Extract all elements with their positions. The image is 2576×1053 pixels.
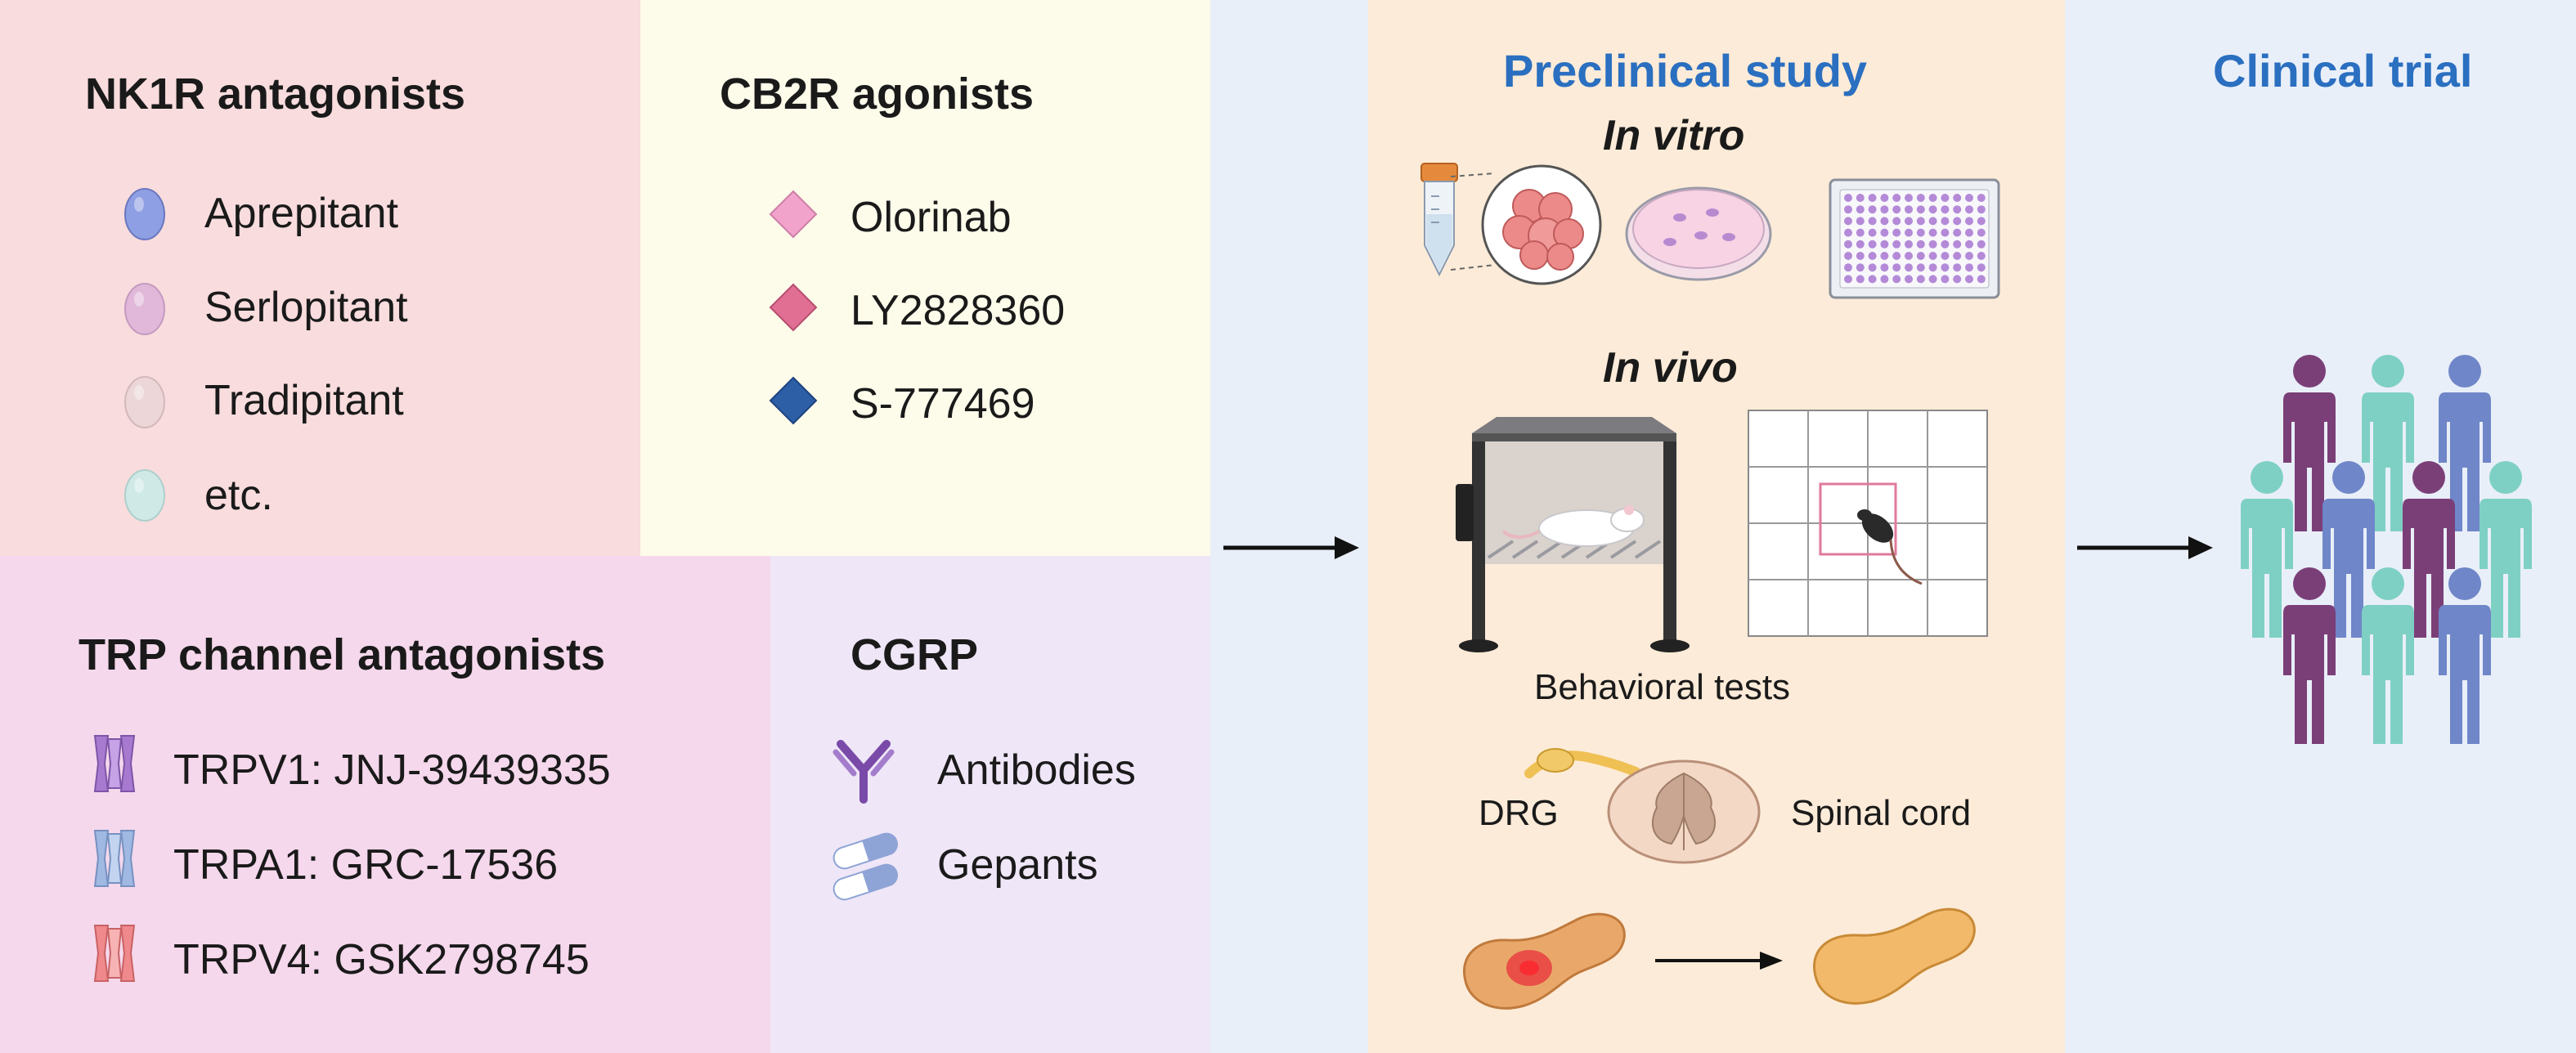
test-tube-icon xyxy=(1420,163,1458,277)
aprepitant-label: Aprepitant xyxy=(204,190,399,237)
zoom-lines-icon xyxy=(1450,173,1496,271)
arrow-to-preclinical-icon xyxy=(1223,536,1359,559)
inflamed-pancreas-icon xyxy=(1463,912,1626,1010)
trp-title: TRP channel antagonists xyxy=(79,630,606,679)
cb2r-panel xyxy=(640,0,1210,556)
people-group-icon xyxy=(2241,355,2532,744)
in-vitro-label: In vitro xyxy=(1603,112,1745,159)
preclinical-title: Preclinical study xyxy=(1503,45,1868,96)
tradipitant-label: Tradipitant xyxy=(204,377,404,424)
healthy-pancreas-icon xyxy=(1813,907,1976,1005)
antibody-icon xyxy=(832,740,895,804)
etc-icon xyxy=(124,469,165,522)
serlopitant-label: Serlopitant xyxy=(204,284,408,331)
olorinab-label: Olorinab xyxy=(850,194,1012,241)
trpv4-channel-icon xyxy=(93,925,136,982)
trpa1-label: TRPA1: GRC-17536 xyxy=(173,841,559,889)
nk1r-panel xyxy=(0,0,640,556)
gepants-label: Gepants xyxy=(937,841,1098,889)
serlopitant-icon xyxy=(124,283,165,335)
behavioral-tests-label: Behavioral tests xyxy=(1534,667,1791,707)
drg-label: DRG xyxy=(1479,793,1559,833)
well-plate-icon xyxy=(1829,178,2000,299)
in-vivo-label: In vivo xyxy=(1603,344,1738,392)
tradipitant-icon xyxy=(124,376,165,428)
treatment-arrow-icon xyxy=(1655,952,1783,970)
cgrp-title: CGRP xyxy=(850,630,979,679)
drg-nerve-icon xyxy=(1524,748,1640,778)
arrow-to-clinical-icon xyxy=(2077,536,2213,559)
s777469-label: S-777469 xyxy=(850,380,1035,428)
aprepitant-icon xyxy=(124,188,165,240)
trpv1-channel-icon xyxy=(93,735,136,792)
cell-culture-icon xyxy=(1481,164,1602,285)
behavioral-apparatus-icon xyxy=(1456,417,1690,652)
spinal-cord-icon xyxy=(1607,760,1761,864)
trpa1-channel-icon xyxy=(93,830,136,887)
cb2r-title: CB2R agonists xyxy=(720,69,1034,119)
spinal-cord-label: Spinal cord xyxy=(1791,793,1972,833)
etc-label: etc. xyxy=(204,472,273,519)
olorinab-icon xyxy=(769,190,818,239)
nk1r-title: NK1R antagonists xyxy=(85,69,466,119)
open-field-grid-icon xyxy=(1748,410,1988,637)
trpv4-label: TRPV4: GSK2798745 xyxy=(173,936,590,984)
clinical-title: Clinical trial xyxy=(2213,45,2473,96)
capsule-icon xyxy=(832,832,898,901)
s777469-icon xyxy=(769,376,818,425)
trpv1-label: TRPV1: JNJ-39439335 xyxy=(173,746,611,794)
ly2828360-icon xyxy=(769,283,818,332)
cgrp-panel xyxy=(770,556,1210,1053)
ly2828360-label: LY2828360 xyxy=(850,287,1066,334)
petri-dish-icon xyxy=(1625,186,1772,281)
antibodies-label: Antibodies xyxy=(937,746,1136,794)
